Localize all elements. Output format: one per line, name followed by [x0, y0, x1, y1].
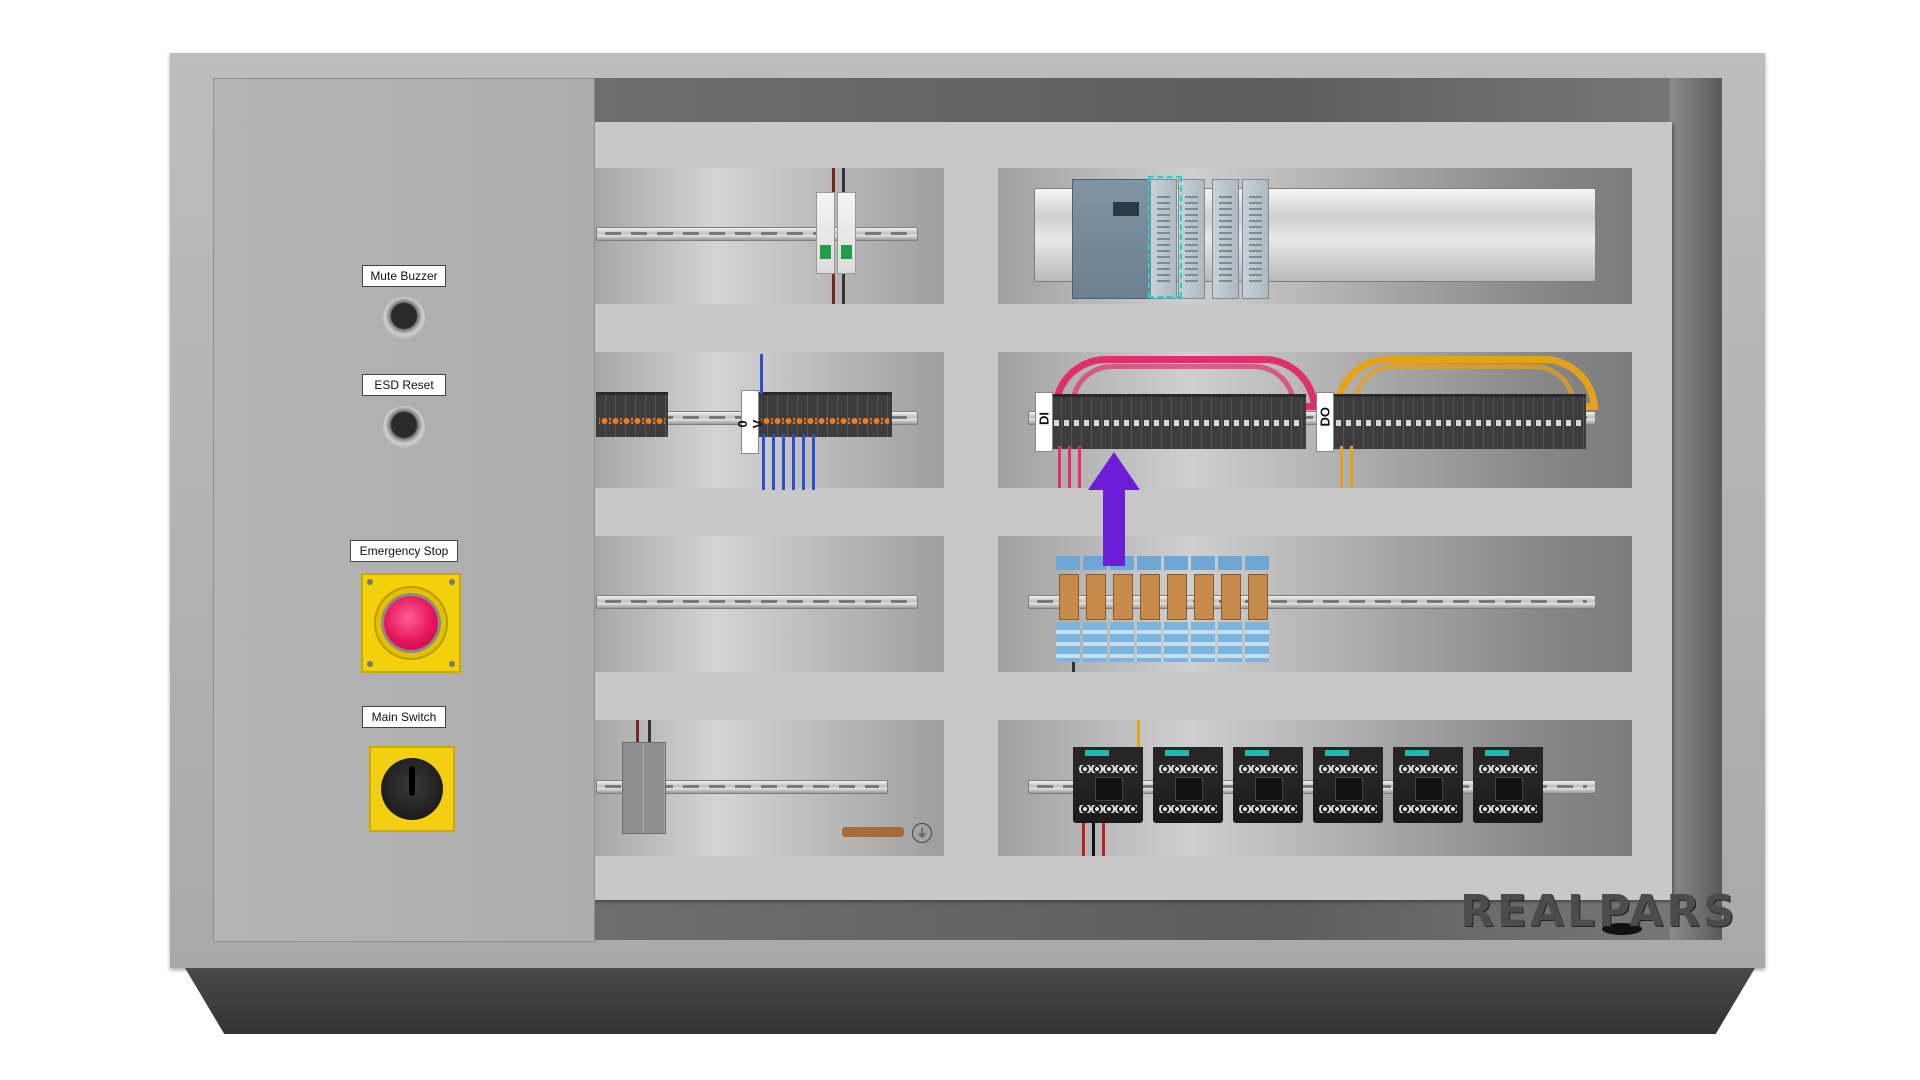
marker-0v: 0 V	[735, 390, 765, 454]
relay	[1191, 556, 1215, 662]
din-rail	[596, 780, 888, 794]
relay	[1110, 556, 1134, 662]
wire-0v	[792, 434, 795, 490]
din-rail	[596, 227, 918, 241]
wire-supply	[842, 168, 845, 192]
contactor	[1233, 747, 1303, 823]
contactor-wire	[1102, 822, 1105, 856]
marker-di: DI	[1035, 392, 1053, 452]
relay	[1164, 556, 1188, 662]
ground-icon: ⏚	[912, 823, 932, 843]
relay-wire	[1072, 662, 1075, 672]
contactor	[1473, 747, 1543, 823]
plc-io-module	[1150, 179, 1177, 299]
do-wire	[1350, 446, 1353, 488]
wire-supply	[636, 720, 639, 744]
contactor	[1153, 747, 1223, 823]
di-wire	[1078, 446, 1081, 488]
wire-0v	[762, 434, 765, 490]
arrow-up-icon	[1088, 452, 1140, 490]
do-terminal-blocks	[1334, 394, 1586, 449]
relay	[1137, 556, 1161, 662]
mute-buzzer-button[interactable]	[383, 297, 425, 339]
cabinet-base	[185, 968, 1755, 1034]
main-switch-knob[interactable]	[381, 758, 443, 820]
contactor-wire	[1137, 720, 1140, 748]
esd-reset-label: ESD Reset	[362, 374, 446, 396]
do-wire	[1340, 446, 1343, 488]
plc-io-module	[1178, 179, 1205, 299]
relay	[1218, 556, 1242, 662]
main-switch-plate	[369, 746, 455, 832]
din-rail	[596, 595, 918, 609]
cable-gland	[1602, 923, 1642, 935]
wire-0v	[760, 354, 763, 394]
relay	[1056, 556, 1080, 662]
di-terminal-blocks	[1052, 394, 1306, 449]
wire-0v	[772, 434, 775, 490]
emergency-stop-plate	[361, 573, 461, 673]
di-wire	[1068, 446, 1071, 488]
plc-io-module	[1212, 179, 1239, 299]
wire-load	[832, 274, 835, 304]
ground-bus-bar	[842, 827, 904, 837]
wire-0v	[812, 434, 815, 490]
plc-io-module	[1242, 179, 1269, 299]
terminal-block-group	[596, 392, 668, 437]
contactor	[1393, 747, 1463, 823]
wire-supply	[648, 720, 651, 744]
contactor-wire	[1092, 822, 1095, 856]
mute-buzzer-label: Mute Buzzer	[362, 265, 446, 287]
feedthrough-terminal	[622, 742, 666, 834]
contactor	[1073, 747, 1143, 823]
emergency-stop-label: Emergency Stop	[350, 540, 458, 562]
wire-0v	[802, 434, 805, 490]
cabinet-interior-shade	[1670, 78, 1722, 940]
plc-cpu-module	[1072, 179, 1152, 299]
relay	[1083, 556, 1107, 662]
wire-supply	[832, 168, 835, 192]
di-wire	[1058, 446, 1061, 488]
marker-do: DO	[1316, 392, 1334, 452]
brand-logo: REALPARS	[1460, 886, 1738, 937]
cabinet-door: Mute Buzzer ESD Reset Emergency Stop Mai…	[213, 78, 595, 942]
contactor-wire	[1082, 822, 1085, 856]
terminal-block-group	[758, 392, 892, 437]
arrow-shaft	[1103, 488, 1125, 566]
relay	[1245, 556, 1269, 662]
plc-module-highlight	[1148, 176, 1182, 298]
wire-0v	[782, 434, 785, 490]
circuit-breaker[interactable]	[816, 192, 856, 274]
emergency-stop-button[interactable]	[384, 596, 438, 650]
contactor	[1313, 747, 1383, 823]
wire-load	[842, 274, 845, 304]
main-switch-label: Main Switch	[362, 706, 446, 728]
esd-reset-button[interactable]	[383, 406, 425, 448]
